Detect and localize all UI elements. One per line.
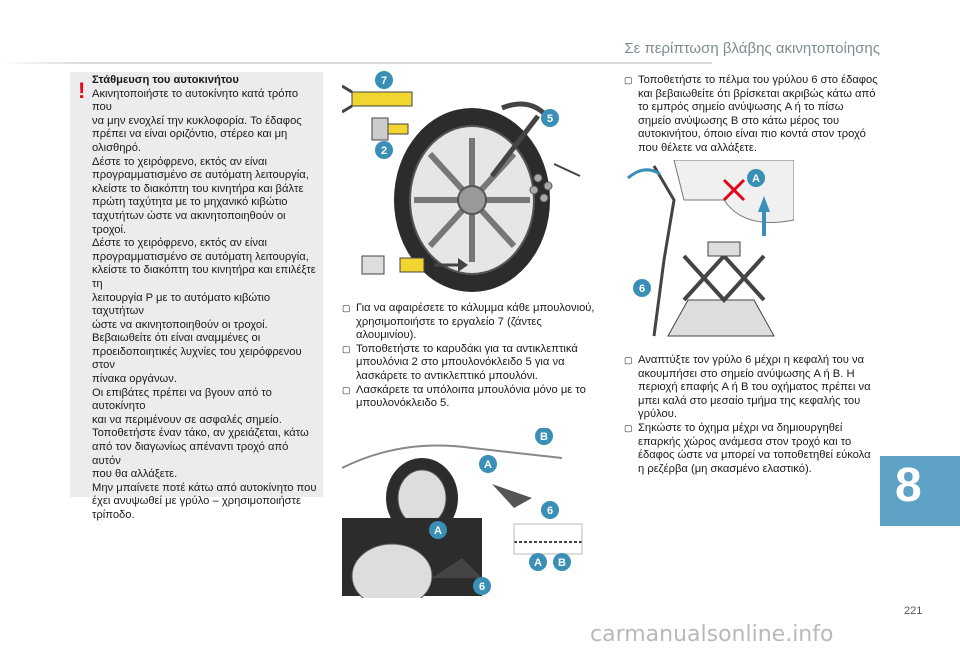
badge-7: 7 (381, 75, 387, 87)
step-text: Τοποθετήστε το καρυδάκι για τα αντικλεπτ… (356, 342, 578, 382)
step-text: Τοποθετήστε το πέλμα του γρύλου 6 στο έδ… (638, 74, 878, 154)
warning-box (70, 72, 323, 497)
warning-line: Ακινητοποιήστε το αυτοκίνητο κατά τρόπο … (92, 87, 299, 114)
badge-6-top: 6 (547, 505, 553, 517)
step-bullet-icon: ▢ (342, 384, 351, 395)
step-item: ▢ Τοποθετήστε το πέλμα του γρύλου 6 στο έ… (624, 74, 879, 156)
badge-5: 5 (547, 113, 553, 125)
chapter-number: 8 (895, 459, 922, 512)
step-text: Αναπτύξτε τον γρύλο 6 μέχρι η κεφαλή του… (638, 354, 871, 421)
warning-line: Βεβαιωθείτε ότι είναι αναμμένες οι (92, 332, 261, 345)
badge-a-lower: A (534, 557, 542, 569)
badge-a-bottom: A (434, 525, 442, 537)
step-text: Για να αφαιρέσετε το κάλυμμα κάθε μπουλο… (356, 302, 595, 342)
step-item: ▢ Τοποθετήστε το καρυδάκι για τα αντικλεπ… (342, 343, 604, 384)
page-number: 221 (904, 605, 923, 617)
warning-line: προειδοποιητικές λυχνίες του χειρόφρενου… (92, 345, 302, 372)
warning-line: να μην ενοχλεί την κυκλοφορία. Το έδαφος (92, 114, 302, 127)
step-bullet-icon: ▢ (624, 422, 633, 433)
middle-steps-list: ▢ Για να αφαιρέσετε το κάλυμμα κάθε μπουλ… (342, 302, 604, 411)
warning-line: από τον διαγωνίως απέναντι τροχό από αυτ… (92, 441, 289, 467)
badge-a-jack: A (752, 173, 760, 185)
step-item: ▢ Αναπτύξτε τον γρύλο 6 μέχρι η κεφαλή το… (624, 354, 879, 422)
badge-b-lower: B (558, 557, 566, 569)
warning-line: προγραμματισμένο σε αυτόματη λειτουργία, (92, 250, 309, 263)
right-steps-top: ▢ Τοποθετήστε το πέλμα του γρύλου 6 στο έ… (624, 74, 879, 156)
warning-title: Στάθμευση του αυτοκινήτου (92, 74, 239, 86)
warning-line: ώστε να ακινητοποιηθούν οι τροχοί. (92, 318, 268, 331)
car-jack-overview-illustration: B A 6 A 6 A B (342, 428, 583, 598)
step-bullet-icon: ▢ (624, 355, 633, 365)
header-divider (0, 62, 712, 64)
warning-line: Δέστε το χειρόφρενο, εκτός αν είναι (92, 155, 267, 168)
warning-text: Στάθμευση του αυτοκινήτου Ακινητοποιήστε… (92, 74, 320, 523)
warning-line: ταχυτήτων ώστε να ακινητοποιηθούν οι τρο… (92, 209, 286, 236)
page-header-title: Σε περίπτωση βλάβης ακινητοποίησης (624, 40, 880, 57)
step-bullet-icon: ▢ (342, 343, 351, 354)
step-text: Σηκώστε το όχημα μέχρι να δημιουργηθεί ε… (638, 421, 871, 475)
warning-line: Οι επιβάτες πρέπει να βγουν από το αυτοκ… (92, 386, 272, 413)
wheel-removal-illustration: 7 5 2 (342, 71, 581, 292)
warning-line: πίνακα οργάνων. (92, 373, 177, 386)
step-item: ▢ Λασκάρετε τα υπόλοιπα μπουλόνια μόνο με… (342, 384, 604, 411)
warning-body: Ακινητοποιήστε το αυτοκίνητο κατά τρόπο … (92, 88, 320, 523)
warning-line: πρώτη ταχύτητα με το μηχανικό κιβώτιο (92, 196, 288, 209)
right-steps-bottom: ▢ Αναπτύξτε τον γρύλο 6 μέχρι η κεφαλή το… (624, 354, 879, 476)
warning-line: κλείστε το διακόπτη του κινητήρα και βάλ… (92, 182, 304, 195)
step-bullet-icon: ▢ (624, 75, 633, 85)
warning-line: που θα αλλάξετε. (92, 468, 178, 481)
badge-6-jack: 6 (639, 283, 645, 295)
warning-line: έχει ανυψωθεί με γρύλο – χρησιμοποιήστε (92, 495, 301, 508)
jack-detail-illustration: A 6 (627, 160, 794, 337)
step-bullet-icon: ▢ (342, 303, 351, 313)
watermark: carmanualsonline.info (590, 622, 834, 647)
warning-icon: ! (78, 78, 86, 103)
warning-line: λειτουργία P με το αυτόματο κιβώτιο ταχυ… (92, 291, 271, 318)
warning-line: πρέπει να είναι οριζόντιο, στέρεο και μη (92, 128, 288, 141)
warning-line: κλείστε το διακόπτη του κινητήρα και επι… (92, 264, 316, 290)
warning-line: Μην μπαίνετε ποτέ κάτω από αυτοκίνητο πο… (92, 481, 317, 494)
badge-b-top: B (540, 431, 548, 443)
badge-2: 2 (381, 145, 387, 157)
warning-line: τρίποδο. (92, 509, 135, 521)
warning-line: Τοποθετήστε έναν τάκο, αν χρειάζεται, κά… (92, 427, 309, 440)
warning-line: και να περιμένουν σε ασφαλές σημείο. (92, 413, 282, 426)
step-text: Λασκάρετε τα υπόλοιπα μπουλόνια μόνο με … (356, 383, 586, 410)
warning-line: προγραμματισμένο σε αυτόματη λειτουργία, (92, 169, 309, 182)
warning-line: Δέστε το χειρόφρενο, εκτός αν είναι (92, 237, 267, 250)
chapter-tab (880, 456, 960, 526)
step-item: ▢ Σηκώστε το όχημα μέχρι να δημιουργηθεί … (624, 422, 879, 476)
step-item: ▢ Για να αφαιρέσετε το κάλυμμα κάθε μπουλ… (342, 302, 604, 343)
badge-6-bottom: 6 (479, 581, 485, 593)
warning-line: ολισθηρό. (92, 141, 142, 154)
badge-a-top: A (484, 459, 492, 471)
